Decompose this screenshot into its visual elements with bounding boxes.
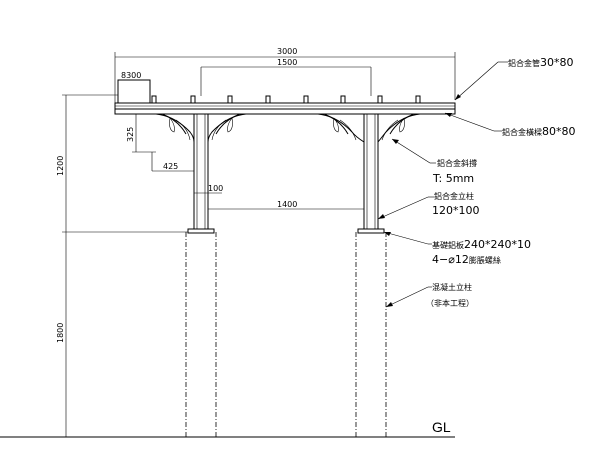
label-baseplate: 基礎鋁板240*240*10 (432, 238, 531, 251)
svg-text:3000: 3000 (277, 47, 297, 56)
concrete-column-left (185, 232, 217, 437)
end-box (117, 79, 151, 104)
brace-left-inner (207, 113, 247, 143)
label-top-tube: 鋁合金管30*80 (508, 56, 574, 69)
leader-concrete (385, 286, 432, 308)
label-concrete-note: （非本工程） (426, 298, 474, 308)
dim-brace-height: 325 (126, 114, 156, 153)
label-brace-thickness: T: 5mm (432, 172, 474, 185)
dim-total-width: 3000 (114, 47, 456, 103)
label-brace-name: 鋁合金斜撐 (437, 158, 477, 168)
svg-text:1400: 1400 (277, 200, 297, 209)
ground-level-label: GL (432, 419, 451, 435)
svg-text:325: 325 (126, 127, 135, 142)
brace-right-outer (377, 113, 421, 143)
dim-box: 8300 (121, 71, 141, 80)
dim-inner-span: 1500 (200, 58, 372, 96)
svg-text:1800: 1800 (56, 323, 65, 343)
svg-text:8300: 8300 (121, 71, 141, 80)
post-right (363, 112, 379, 230)
base-plate-right (357, 228, 385, 234)
label-concrete-name: 混凝土立柱 (432, 282, 472, 292)
dim-post-offset: 100 (194, 184, 223, 194)
dim-footing-height: 1800 (56, 232, 67, 437)
brace-right-inner (317, 113, 365, 143)
label-post-size: 120*100 (432, 204, 480, 217)
svg-text:425: 425 (163, 162, 178, 171)
leader-crossbeam (444, 112, 502, 132)
post-left (193, 112, 209, 230)
base-plate-left (187, 228, 215, 234)
dim-post-height: 1200 (56, 94, 188, 233)
label-crossbeam: 鋁合金橫樑80*80 (502, 125, 576, 138)
label-post-name: 鋁合金立柱 (434, 191, 474, 201)
svg-text:1200: 1200 (56, 156, 65, 176)
concrete-column-right (355, 232, 387, 437)
svg-text:1500: 1500 (277, 58, 297, 67)
dim-post-spacing: 1400 (208, 200, 364, 210)
leader-brace (391, 138, 436, 164)
leader-top-tube (454, 61, 508, 101)
purlins (151, 95, 421, 104)
svg-text:100: 100 (208, 184, 223, 193)
leader-baseplate (383, 231, 432, 245)
dim-brace-width: 425 (151, 152, 194, 172)
crossbeam (114, 108, 456, 115)
label-anchor-bolts: 4−⌀12膨脹螺絲 (432, 253, 501, 266)
leader-post (377, 196, 434, 220)
brace-left-outer (155, 113, 195, 143)
